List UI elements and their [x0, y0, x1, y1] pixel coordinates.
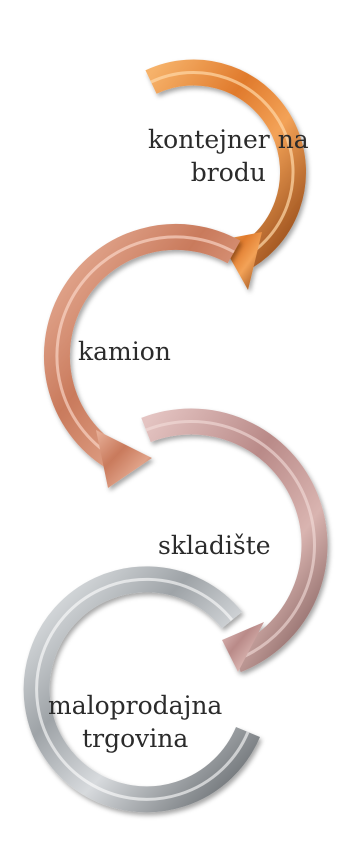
- arrowhead-2: [96, 430, 152, 488]
- step-label-2: kamion: [78, 336, 171, 369]
- step-label-3: skladište: [158, 530, 271, 563]
- step-label-1: kontejner na brodu: [148, 124, 309, 189]
- step-label-4: maloprodajna trgovina: [48, 690, 222, 755]
